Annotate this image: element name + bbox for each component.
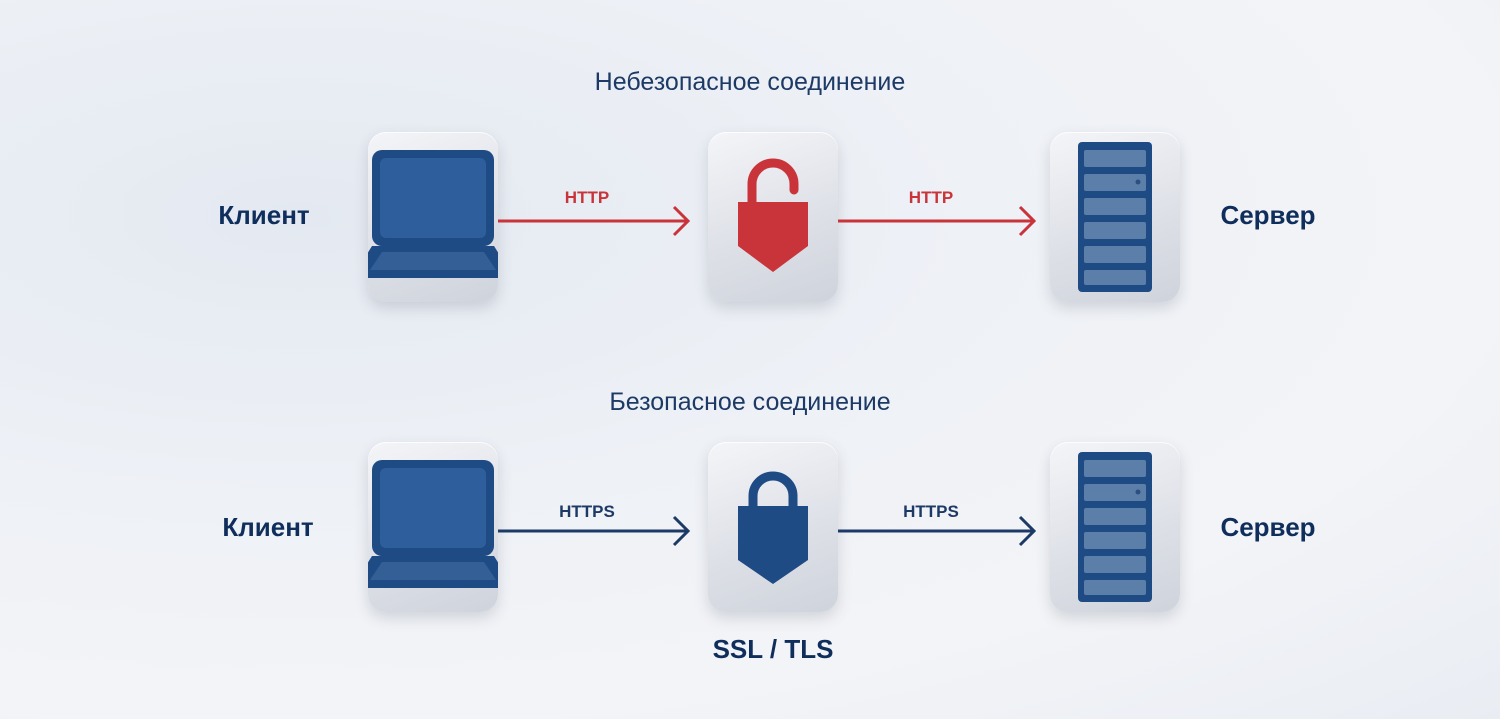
secure-lock-tile — [708, 442, 838, 612]
insecure-right-arrow — [838, 205, 1037, 237]
insecure-left-arrow — [498, 205, 691, 237]
insecure-lock-tile — [708, 132, 838, 302]
unlocked-padlock-icon — [738, 158, 808, 272]
server-icon — [1078, 142, 1152, 292]
secure-client-label: Клиент — [222, 512, 314, 542]
secure-right-protocol: HTTPS — [903, 502, 959, 521]
secure-right-arrow — [838, 515, 1037, 547]
secure-left-protocol: HTTPS — [559, 502, 615, 521]
locked-padlock-icon — [738, 471, 808, 584]
secure-left-arrow — [498, 515, 691, 547]
insecure-right-protocol: HTTP — [908, 188, 954, 207]
laptop-icon — [368, 460, 498, 588]
secure-server-tile — [1050, 442, 1180, 612]
laptop-icon — [368, 150, 498, 278]
insecure-server-tile — [1050, 132, 1180, 302]
insecure-client-tile — [368, 132, 498, 302]
insecure-left-protocol: HTTP — [564, 188, 610, 207]
insecure-client-label: Клиент — [218, 200, 310, 230]
secure-client-tile — [368, 442, 498, 612]
insecure-title: Небезопасное соединение — [594, 68, 906, 96]
ssl-tls-caption: SSL / TLS — [712, 634, 834, 664]
secure-server-label: Сервер — [1220, 512, 1316, 542]
insecure-server-label: Сервер — [1220, 200, 1316, 230]
secure-title: Безопасное соединение — [609, 388, 891, 416]
server-icon — [1078, 452, 1152, 602]
